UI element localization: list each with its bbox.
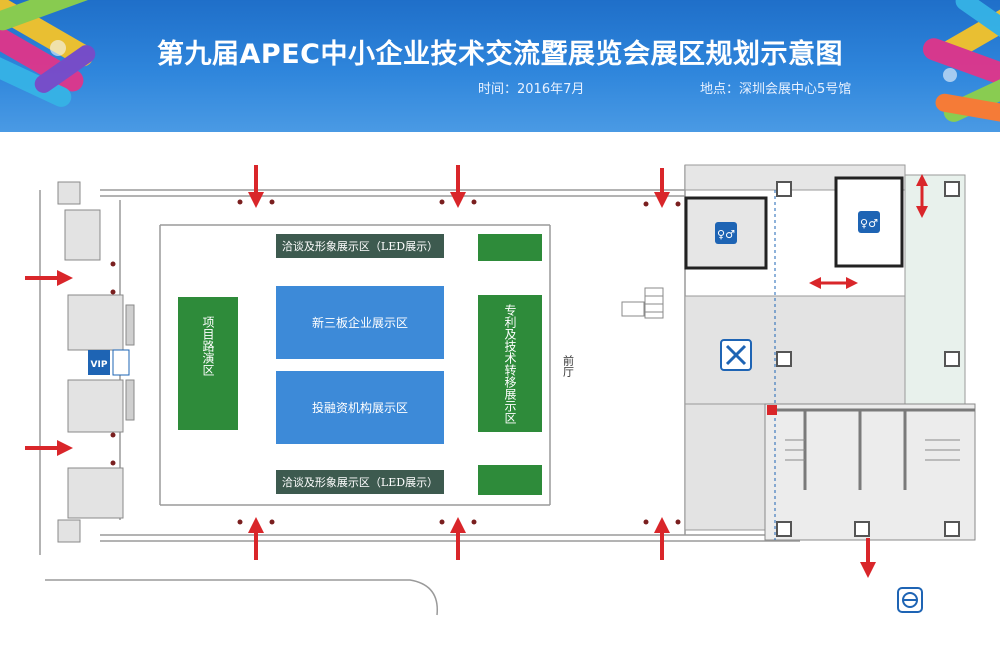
restroom-right: ♀♂	[834, 176, 904, 268]
event-time: 时间：2016年7月	[478, 82, 585, 97]
restaurant-icon	[720, 339, 752, 371]
patent-zone: 专利及技术转移展示区	[478, 234, 542, 495]
led-zone-top-label: 洽谈及形象展示区（LED展示）	[282, 240, 438, 253]
header-banner: 第九届APEC中小企业技术交流暨展览会展区规划示意图 时间：2016年7月 地点…	[0, 0, 1000, 132]
led-zone-bottom-label: 洽谈及形象展示区（LED展示）	[282, 476, 438, 489]
vip-label: VIP	[91, 360, 108, 370]
patent-zone-bottom-block	[478, 465, 542, 495]
new-third-board-label: 新三板企业展示区	[312, 315, 408, 330]
svg-text:♀♂: ♀♂	[860, 217, 878, 230]
investment-zone: 投融资机构展示区	[276, 371, 444, 444]
colorful-tubes-decoration	[0, 0, 1000, 125]
patent-zone-top-block	[478, 234, 542, 261]
patent-label: 专利及技术转移展示区	[503, 303, 517, 424]
vip-room: VIP	[88, 349, 130, 376]
roadshow-label: 项目路演区	[201, 316, 215, 376]
lobby-label: 前厅	[562, 354, 575, 377]
structural-columns	[776, 181, 960, 537]
svg-text:♀♂: ♀♂	[717, 228, 735, 241]
new-third-board-zone: 新三板企业展示区	[276, 286, 444, 359]
event-location: 地点：深圳会展中心5号馆	[700, 82, 852, 97]
restroom-icon: ♀♂	[715, 222, 737, 244]
door-markers	[110, 199, 681, 525]
left-service-rooms	[57, 181, 135, 543]
right-building	[684, 164, 976, 541]
stair-element	[621, 287, 664, 319]
double-arrows	[809, 174, 928, 289]
floor-plan: VIP 洽谈及形象展示区（LED展示） 洽谈及形象展示区（LED展示） 新三板企…	[25, 164, 976, 616]
page-title: 第九届APEC中小企业技术交流暨展览会展区规划示意图	[157, 39, 843, 70]
entry-arrow-icon	[25, 165, 876, 578]
parking-icon	[897, 587, 923, 613]
led-zone-bottom: 洽谈及形象展示区（LED展示）	[276, 470, 444, 494]
roadshow-zone: 项目路演区	[178, 297, 238, 430]
investment-label: 投融资机构展示区	[312, 400, 408, 415]
led-zone-top: 洽谈及形象展示区（LED展示）	[276, 234, 444, 258]
restroom-left: ♀♂	[684, 196, 768, 270]
restroom-icon: ♀♂	[858, 211, 880, 233]
